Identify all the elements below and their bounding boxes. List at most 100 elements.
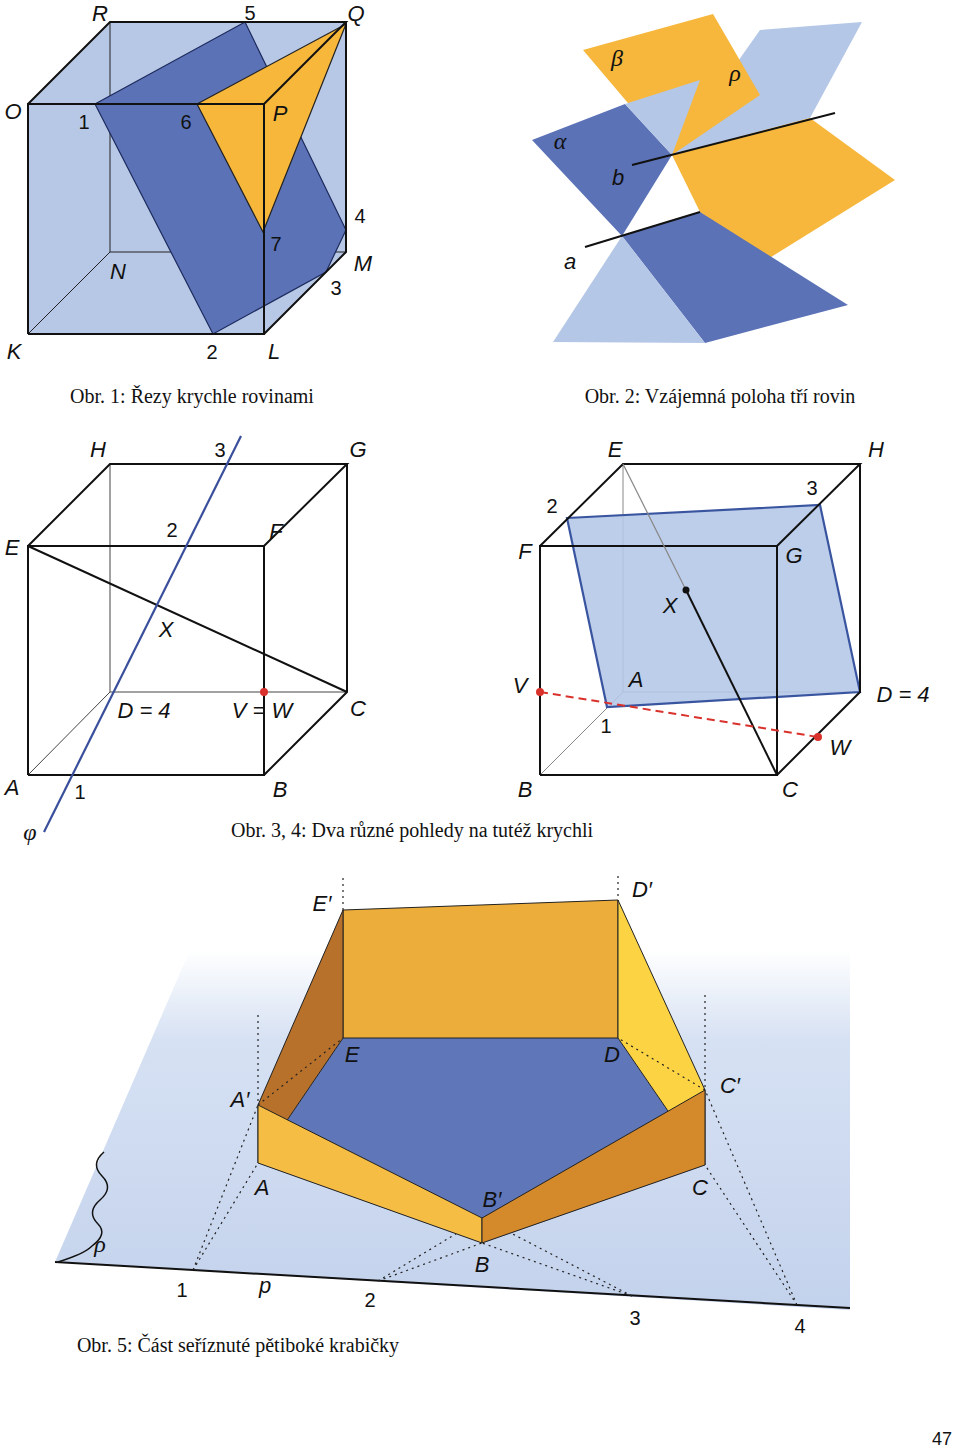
cube-figure-4 xyxy=(536,464,860,775)
box-figure-5-part xyxy=(193,876,797,1305)
callout-number: 3 xyxy=(214,439,225,461)
point-label: E xyxy=(608,438,623,462)
box-figure-5-part xyxy=(482,1090,705,1243)
callout-number: 1 xyxy=(78,111,89,133)
cube-figure-1-part xyxy=(197,24,346,232)
cube-figure-1-part xyxy=(110,22,111,252)
point-label: B′ xyxy=(483,1188,502,1212)
point-label: D′ xyxy=(632,878,652,902)
point-label: D = 4 xyxy=(876,683,929,707)
cube-figure-1 xyxy=(28,22,346,334)
cube-figure-3-part xyxy=(28,464,347,546)
planes-figure-2-part xyxy=(625,80,700,155)
cube-figure-4-part xyxy=(686,590,777,775)
point-label: W xyxy=(830,736,851,760)
plane-label: φ xyxy=(23,819,36,845)
callout-number: 2 xyxy=(166,519,177,541)
cube-figure-3-part xyxy=(44,436,241,832)
point-label: L xyxy=(268,340,280,364)
point-label: H xyxy=(90,438,106,462)
cube-figure-4-part xyxy=(814,733,822,741)
callout-number: 5 xyxy=(244,2,255,24)
point-label: B xyxy=(518,778,533,802)
cube-figure-3-part xyxy=(264,464,347,775)
box-figure-5-part xyxy=(705,1090,797,1305)
cube-figure-1-part xyxy=(28,104,264,334)
point-label: B xyxy=(273,778,288,802)
plane-label: ρ xyxy=(94,1231,106,1257)
callout-number: 1 xyxy=(176,1279,187,1301)
point-label: D xyxy=(604,1043,620,1067)
point-label: A xyxy=(629,668,644,692)
point-label: E xyxy=(5,536,20,560)
callout-number: 3 xyxy=(330,277,341,299)
box-figure-5-part xyxy=(342,878,343,910)
box-figure-5-part xyxy=(258,1038,705,1243)
box-figure-5-part xyxy=(482,1243,632,1296)
box-figure-5-part xyxy=(55,1262,850,1308)
point-label: D = 4 xyxy=(117,699,170,723)
box-figure-5-part xyxy=(193,1163,258,1270)
point-label: G xyxy=(785,544,802,568)
callout-number: 3 xyxy=(806,477,817,499)
figure-caption: Obr. 5: Část seříznuté pětiboké krabičky xyxy=(77,1334,399,1356)
point-label: p xyxy=(259,1274,271,1298)
cube-figure-4-part xyxy=(540,546,777,775)
box-figure-5-part xyxy=(617,876,618,900)
point-label: C xyxy=(350,697,366,721)
cube-figure-3-part xyxy=(28,546,264,775)
point-label: F xyxy=(518,540,531,564)
point-label: E xyxy=(345,1043,360,1067)
point-label: X xyxy=(159,618,174,642)
cube-figure-1-part xyxy=(28,22,346,334)
point-label: V = W xyxy=(232,699,293,723)
box-figure-5-part xyxy=(705,1165,797,1305)
cube-figure-1-part xyxy=(28,22,346,104)
figure-caption: Obr. 3, 4: Dva různé pohledy na tutéž kr… xyxy=(231,819,593,841)
point-label: H xyxy=(868,438,884,462)
cube-figure-3-part xyxy=(28,546,347,692)
plane-label: ρ xyxy=(729,60,741,86)
callout-number: 6 xyxy=(180,111,191,133)
point-label: V xyxy=(513,674,528,698)
plane-label: β xyxy=(611,45,623,71)
cube-figure-4-part xyxy=(540,692,818,737)
callout-number: 1 xyxy=(74,781,85,803)
planes-figure-2-part xyxy=(632,113,835,165)
planes-figure-2 xyxy=(532,14,895,343)
point-label: F xyxy=(269,520,282,544)
point-label: Q xyxy=(347,2,364,26)
point-label: C xyxy=(692,1176,708,1200)
callout-number: 1 xyxy=(600,715,611,737)
point-label: A′ xyxy=(231,1088,250,1112)
callout-number: 4 xyxy=(794,1315,805,1337)
point-label: A xyxy=(255,1176,270,1200)
cube-figure-1-part xyxy=(264,22,346,334)
point-label: R xyxy=(92,2,108,26)
callout-number: 7 xyxy=(270,233,281,255)
figure-caption: Obr. 1: Řezy krychle rovinami xyxy=(70,385,314,407)
point-label: C′ xyxy=(720,1074,740,1098)
box-figure-5-part xyxy=(58,1152,108,1262)
point-label: G xyxy=(349,438,366,462)
point-label: C xyxy=(782,778,798,802)
point-label: B xyxy=(475,1253,490,1277)
box-figure-5-part xyxy=(704,995,705,1090)
point-label: X xyxy=(663,594,678,618)
cube-figure-4-part xyxy=(567,505,860,707)
figure-caption: Obr. 2: Vzájemná poloha tří rovin xyxy=(585,385,856,407)
cube-figure-3-part xyxy=(110,464,111,692)
page-number: 47 xyxy=(932,1430,952,1450)
box-figure-5-part xyxy=(193,1105,258,1270)
callout-number: 3 xyxy=(629,1307,640,1329)
box-figure-5-part xyxy=(258,1105,482,1243)
cube-figure-3 xyxy=(28,436,347,832)
planes-figure-2-part xyxy=(585,212,700,247)
cube-figure-3-part xyxy=(260,688,268,696)
box-figure-5 xyxy=(55,876,850,1310)
cube-figure-1-part xyxy=(28,252,110,334)
cube-figure-4-part xyxy=(777,464,860,775)
point-label: P xyxy=(273,102,288,126)
